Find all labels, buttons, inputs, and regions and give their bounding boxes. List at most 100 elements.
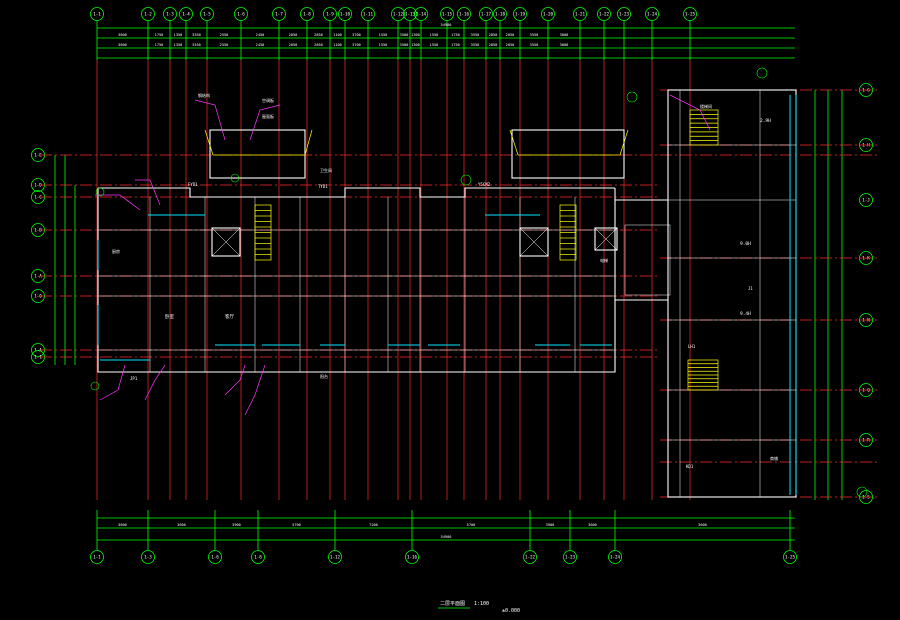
svg-text:1-10: 1-10	[340, 12, 351, 17]
label-door-y5cm2: Y5CM2	[478, 182, 491, 187]
label-j1: J1	[748, 286, 753, 291]
dimension-segment: 3600	[177, 523, 186, 527]
label-elevator: 电梯	[600, 257, 608, 263]
svg-text:1-C: 1-C	[34, 195, 42, 200]
label-ac-board: 空调板	[262, 97, 274, 103]
dimension-segment: 1300	[411, 33, 420, 37]
right-dimension-lines	[814, 90, 843, 500]
dimension-segment: 2050	[289, 43, 298, 47]
dimension-segment: 3900	[232, 523, 241, 527]
dimension-segment: 1100	[333, 33, 342, 37]
top-axis-bubble: 1-15	[440, 7, 454, 21]
dimension-segment: 1550	[379, 33, 388, 37]
dimension-segment: 1350	[174, 33, 183, 37]
drawing-note: ±0.000	[502, 608, 520, 614]
right-axis-column: 1-G1-H1-J1-K1-N1-Q1-R1-S	[859, 83, 873, 504]
top-axis-bubble: 1-6	[234, 7, 248, 21]
svg-text:1-6: 1-6	[237, 12, 245, 17]
label-height-9-0: 9.0H	[740, 241, 751, 247]
bottom-axis-bubble: 1-8	[251, 550, 265, 564]
dimension-segment: 2850	[314, 43, 323, 47]
dimension-segment: 3600	[118, 43, 127, 47]
label-toilet: 卫生间	[320, 167, 332, 173]
top-axis-bubble: 1-19	[513, 7, 527, 21]
bottom-axis-bubble: 1-22	[523, 550, 537, 564]
elevator-cores	[211, 227, 618, 257]
top-axis-bubble: 1-22	[597, 7, 611, 21]
label-shop: 商铺	[770, 455, 778, 461]
label-door-fyd1: FYD1	[188, 182, 198, 187]
drawing-caption: 二层平面图 1:100 ±0.000	[438, 601, 520, 614]
label-door-tyd1: TYD1	[318, 184, 328, 189]
top-axis-bubble: 1-14	[414, 7, 428, 21]
right-axis-bubble: 1-J	[859, 193, 873, 207]
bottom-axis-bubble: 1-23	[563, 550, 577, 564]
dimension-segment: 3550	[192, 33, 201, 37]
bottom-axis-bubble: 1-3	[141, 550, 155, 564]
left-dimension-lines	[54, 155, 76, 365]
svg-text:1-6: 1-6	[211, 555, 219, 560]
svg-text:1-E: 1-E	[34, 153, 42, 158]
svg-text:1-D: 1-D	[34, 183, 42, 188]
svg-text:1-12: 1-12	[393, 12, 404, 17]
label-kitchen: 厨房	[112, 248, 120, 254]
top-axis-bubble: 1-3	[163, 7, 177, 21]
svg-text:1-1: 1-1	[93, 555, 101, 560]
dimension-segment: 5700	[292, 523, 301, 527]
svg-text:1-8: 1-8	[254, 555, 262, 560]
dimension-segment: 2850	[314, 33, 323, 37]
top-axis-bubble: 1-16	[457, 7, 471, 21]
dimension-segment: 1300	[411, 43, 420, 47]
svg-text:1-B: 1-B	[34, 228, 42, 233]
svg-text:1-0: 1-0	[34, 294, 42, 299]
svg-text:1-21: 1-21	[575, 12, 586, 17]
dimension-segment: 2550	[220, 33, 229, 37]
label-bedroom: 卧室	[165, 313, 174, 320]
section-markers	[90, 67, 868, 498]
svg-text:1-20: 1-20	[543, 12, 554, 17]
svg-text:1-1: 1-1	[93, 12, 101, 17]
svg-text:1-24: 1-24	[647, 12, 658, 17]
label-jp1: JP1	[130, 376, 138, 381]
dimension-segment: 3600	[588, 523, 597, 527]
dimension-segment: 2050	[289, 33, 298, 37]
svg-text:1-19: 1-19	[515, 12, 526, 17]
dimension-segment: 3550	[530, 43, 539, 47]
top-axis-bubble: 1-1	[90, 7, 104, 21]
top-dimension-lines	[97, 27, 795, 59]
svg-text:1-16: 1-16	[407, 555, 418, 560]
top-axis-bubble: 1-5	[200, 7, 214, 21]
svg-text:1-8: 1-8	[303, 12, 311, 17]
svg-text:1-16: 1-16	[459, 12, 470, 17]
top-axis-bubble: 1-4	[179, 7, 193, 21]
dimension-segment: 2450	[256, 33, 265, 37]
dimension-segment: 3600	[560, 43, 569, 47]
label-kd1: KD1	[686, 464, 694, 469]
dimension-segment: 3500	[400, 43, 409, 47]
dimension-segment: 2050	[506, 43, 515, 47]
dimension-segment: 2550	[220, 43, 229, 47]
svg-text:1-22: 1-22	[599, 12, 610, 17]
drawing-scale: 1:100	[474, 601, 489, 607]
dimension-segment: 3500	[400, 33, 409, 37]
svg-text:1-24: 1-24	[610, 555, 621, 560]
top-axis-bubble: 1-25	[683, 7, 697, 21]
label-height-9-4: 9.4H	[740, 311, 751, 317]
dimension-segment: 1750	[451, 33, 460, 37]
top-axis-bubble: 1-21	[573, 7, 587, 21]
bottom-axis-bubble: 1-1	[90, 550, 104, 564]
label-roof: 屋面板	[262, 113, 274, 119]
dimension-segment: 2450	[256, 43, 265, 47]
top-axis-bubble: 1-12	[391, 7, 405, 21]
svg-text:1-7: 1-7	[275, 12, 283, 17]
label-living: 客厅	[225, 313, 234, 320]
svg-text:1-14: 1-14	[416, 12, 427, 17]
svg-text:1-23: 1-23	[565, 555, 576, 560]
svg-text:1-9: 1-9	[326, 12, 334, 17]
dimension-segment: 5700	[467, 523, 476, 527]
svg-text:1-12: 1-12	[330, 555, 341, 560]
